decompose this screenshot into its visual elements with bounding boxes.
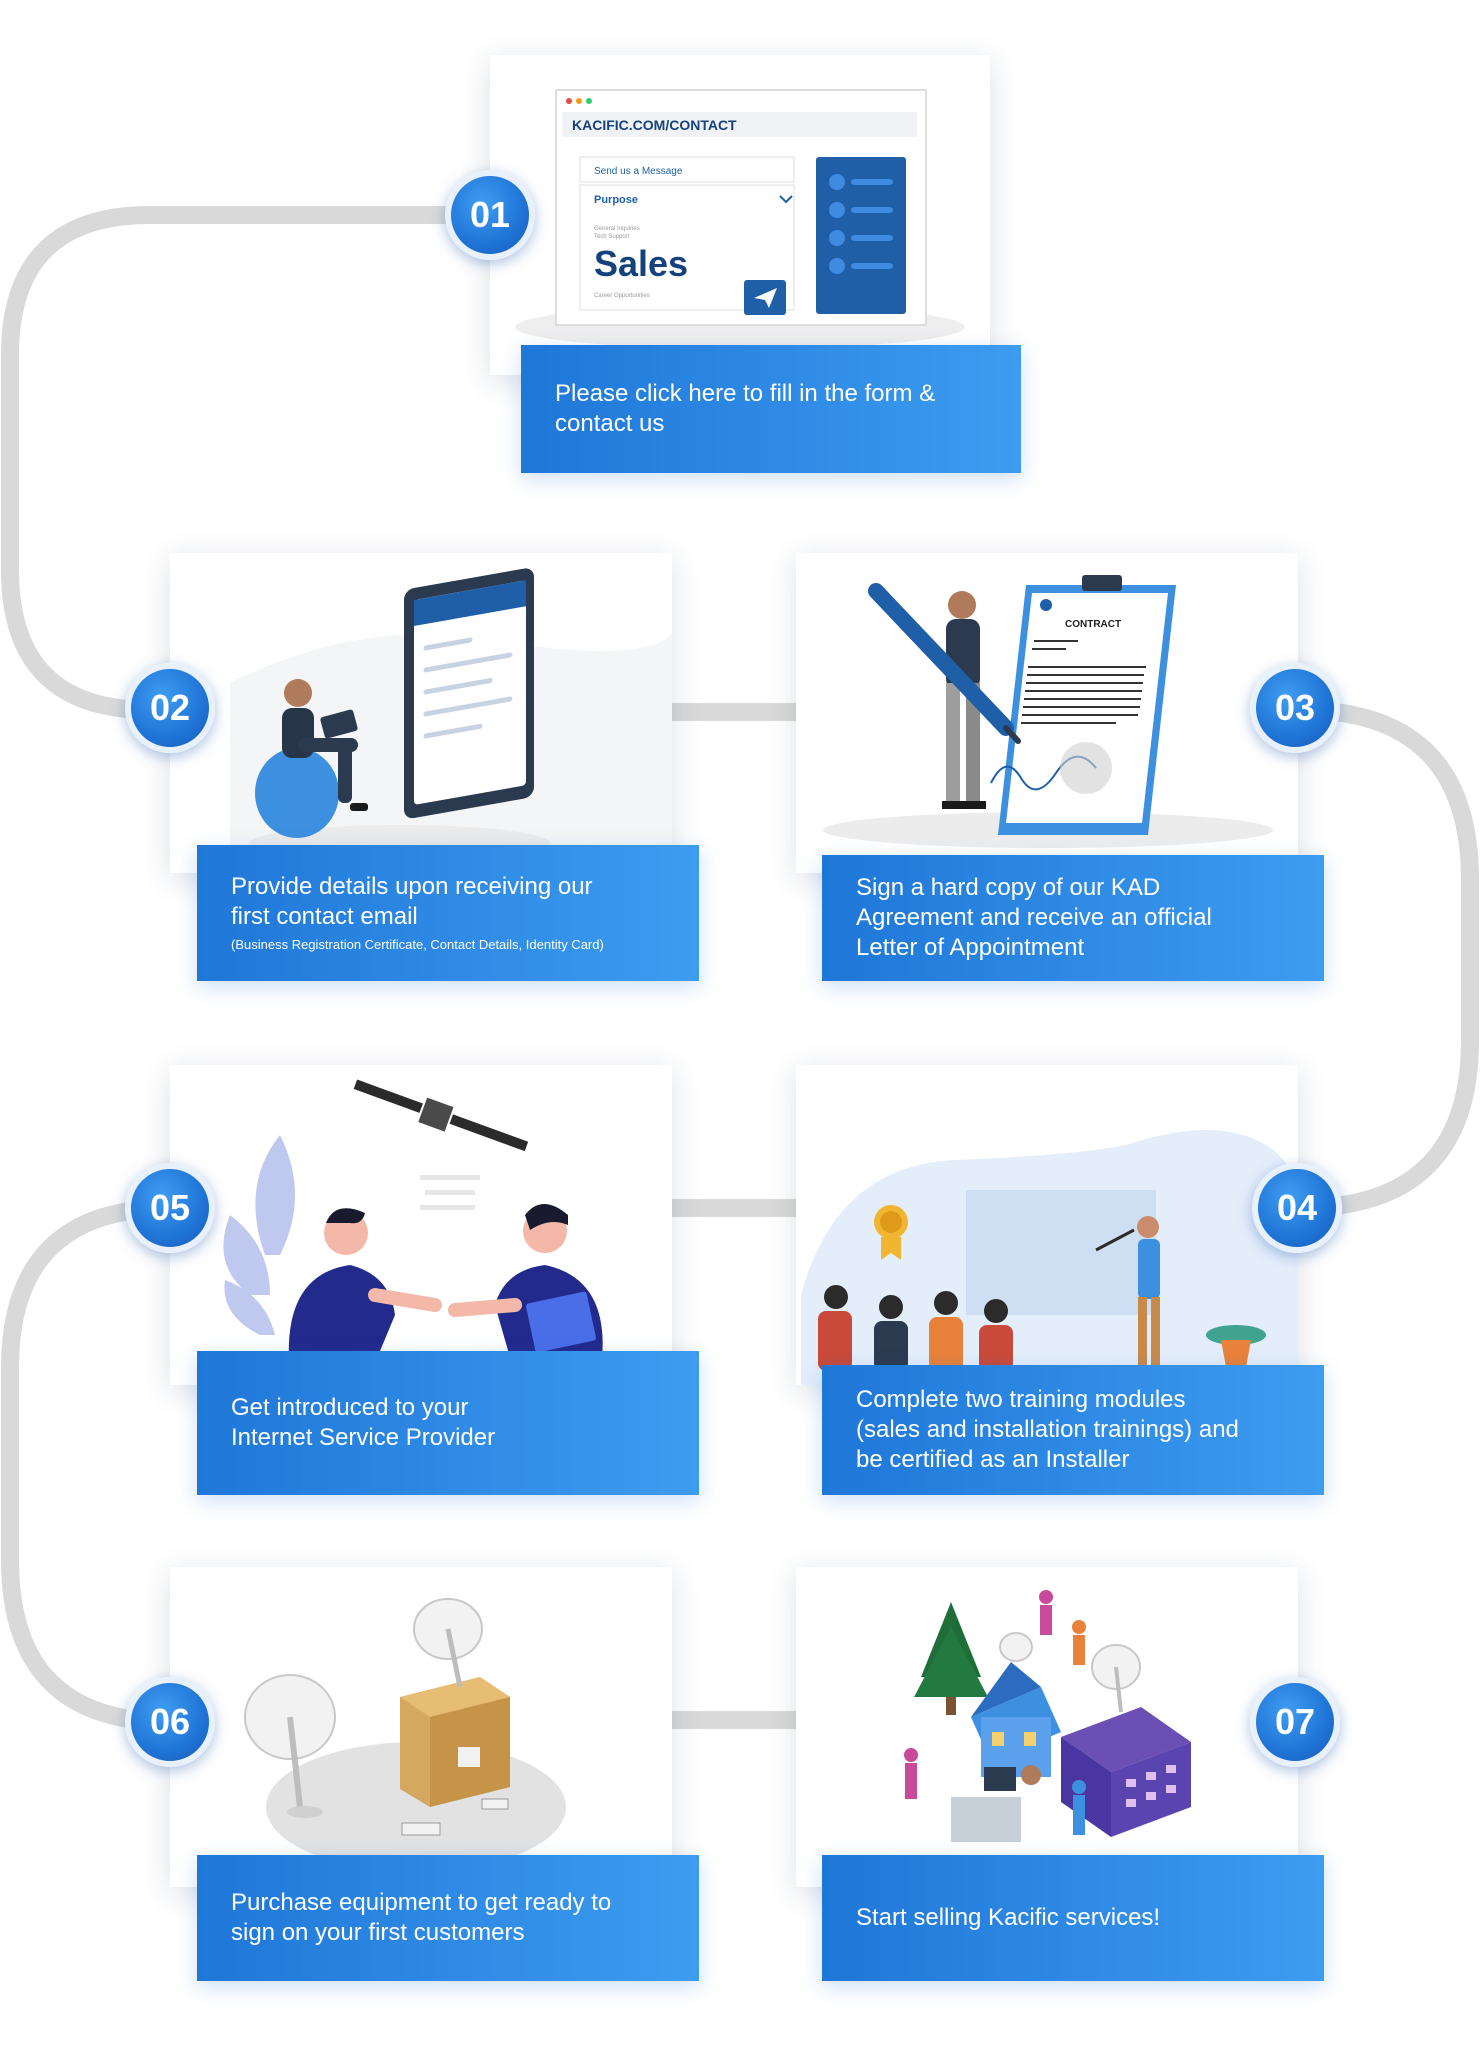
step-05-card[interactable] — [170, 1065, 672, 1385]
contact-form-illustration: KACIFIC.COM/CONTACT Send us a Message Pu… — [515, 89, 965, 349]
step-03-caption[interactable]: Sign a hard copy of our KAD Agreement an… — [822, 855, 1324, 981]
step-02-note: (Business Registration Certificate, Cont… — [231, 937, 604, 952]
step-06-text-line-1: Purchase equipment to get ready to — [231, 1889, 612, 1916]
step-03-text-line-1: Sign a hard copy of our KAD — [856, 874, 1161, 901]
form-tablet-illustration: FORM — [230, 568, 672, 873]
step-03-text-line-2: Agreement and receive an official — [856, 904, 1212, 931]
contract-signing-illustration: CONTRACT — [823, 575, 1273, 848]
step-05-badge: 05 — [125, 1163, 215, 1253]
step-01-badge: 01 — [445, 170, 535, 260]
step-02-caption[interactable]: Provide details upon receiving our first… — [197, 845, 699, 981]
purpose-label: Purpose — [594, 194, 638, 206]
option-general: General Inquiries — [594, 226, 640, 232]
paper-plane-icon — [754, 288, 777, 308]
send-message-label: Send us a Message — [594, 166, 683, 177]
step-04-text-line-2: (sales and installation trainings) and — [856, 1416, 1239, 1443]
step-01-caption[interactable]: Please click here to fill in the form & … — [521, 345, 1021, 473]
step-04-caption[interactable]: Complete two training modules (sales and… — [822, 1365, 1324, 1495]
step-03-text-line-3: Letter of Appointment — [856, 934, 1085, 961]
step-03-card[interactable]: CONTRACT — [796, 553, 1298, 873]
step-07-caption[interactable]: Start selling Kacific services! — [822, 1855, 1324, 1981]
step-05-text-line-2: Internet Service Provider — [231, 1424, 496, 1451]
step-04-text-line-1: Complete two training modules — [856, 1386, 1186, 1413]
step-05-caption[interactable]: Get introduced to your Internet Service … — [197, 1351, 699, 1495]
step-07-badge: 07 — [1250, 1677, 1340, 1767]
step-05-text-line-1: Get introduced to your — [231, 1394, 469, 1421]
step-07-text-line-1: Start selling Kacific services! — [856, 1904, 1161, 1931]
step-03-badge: 03 — [1250, 663, 1340, 753]
step-02-card[interactable]: FORM — [170, 553, 672, 873]
selected-option: Sales — [594, 243, 688, 284]
step-02-text-line-2: first contact email — [231, 903, 418, 930]
handshake-illustration — [223, 1079, 603, 1375]
step-06-card[interactable] — [170, 1567, 672, 1887]
option-career: Career Opportunities — [594, 293, 650, 299]
step-04-text-line-3: be certified as an Installer — [856, 1446, 1130, 1473]
chevron-down-icon[interactable] — [779, 195, 793, 204]
selling-services-illustration — [904, 1590, 1191, 1842]
step-02-text-line-1: Provide details upon receiving our — [231, 873, 593, 900]
option-tech: Tech Support — [594, 234, 630, 240]
step-02-badge: 02 — [125, 663, 215, 753]
step-01-text-line-2: contact us — [555, 410, 665, 437]
equipment-illustration — [244, 1598, 566, 1872]
step-04-card[interactable] — [796, 1065, 1298, 1385]
step-06-caption[interactable]: Purchase equipment to get ready to sign … — [197, 1855, 699, 1981]
contact-url: KACIFIC.COM/CONTACT — [572, 117, 737, 133]
step-04-badge: 04 — [1252, 1163, 1342, 1253]
contract-title: CONTRACT — [1065, 619, 1121, 630]
step-01-card[interactable]: KACIFIC.COM/CONTACT Send us a Message Pu… — [490, 55, 990, 375]
training-illustration — [801, 1130, 1298, 1385]
step-06-text-line-2: sign on your first customers — [231, 1919, 525, 1946]
step-06-badge: 06 — [125, 1677, 215, 1767]
step-07-card[interactable] — [796, 1567, 1298, 1887]
step-01-text-line-1: Please click here to fill in the form & — [555, 380, 936, 407]
